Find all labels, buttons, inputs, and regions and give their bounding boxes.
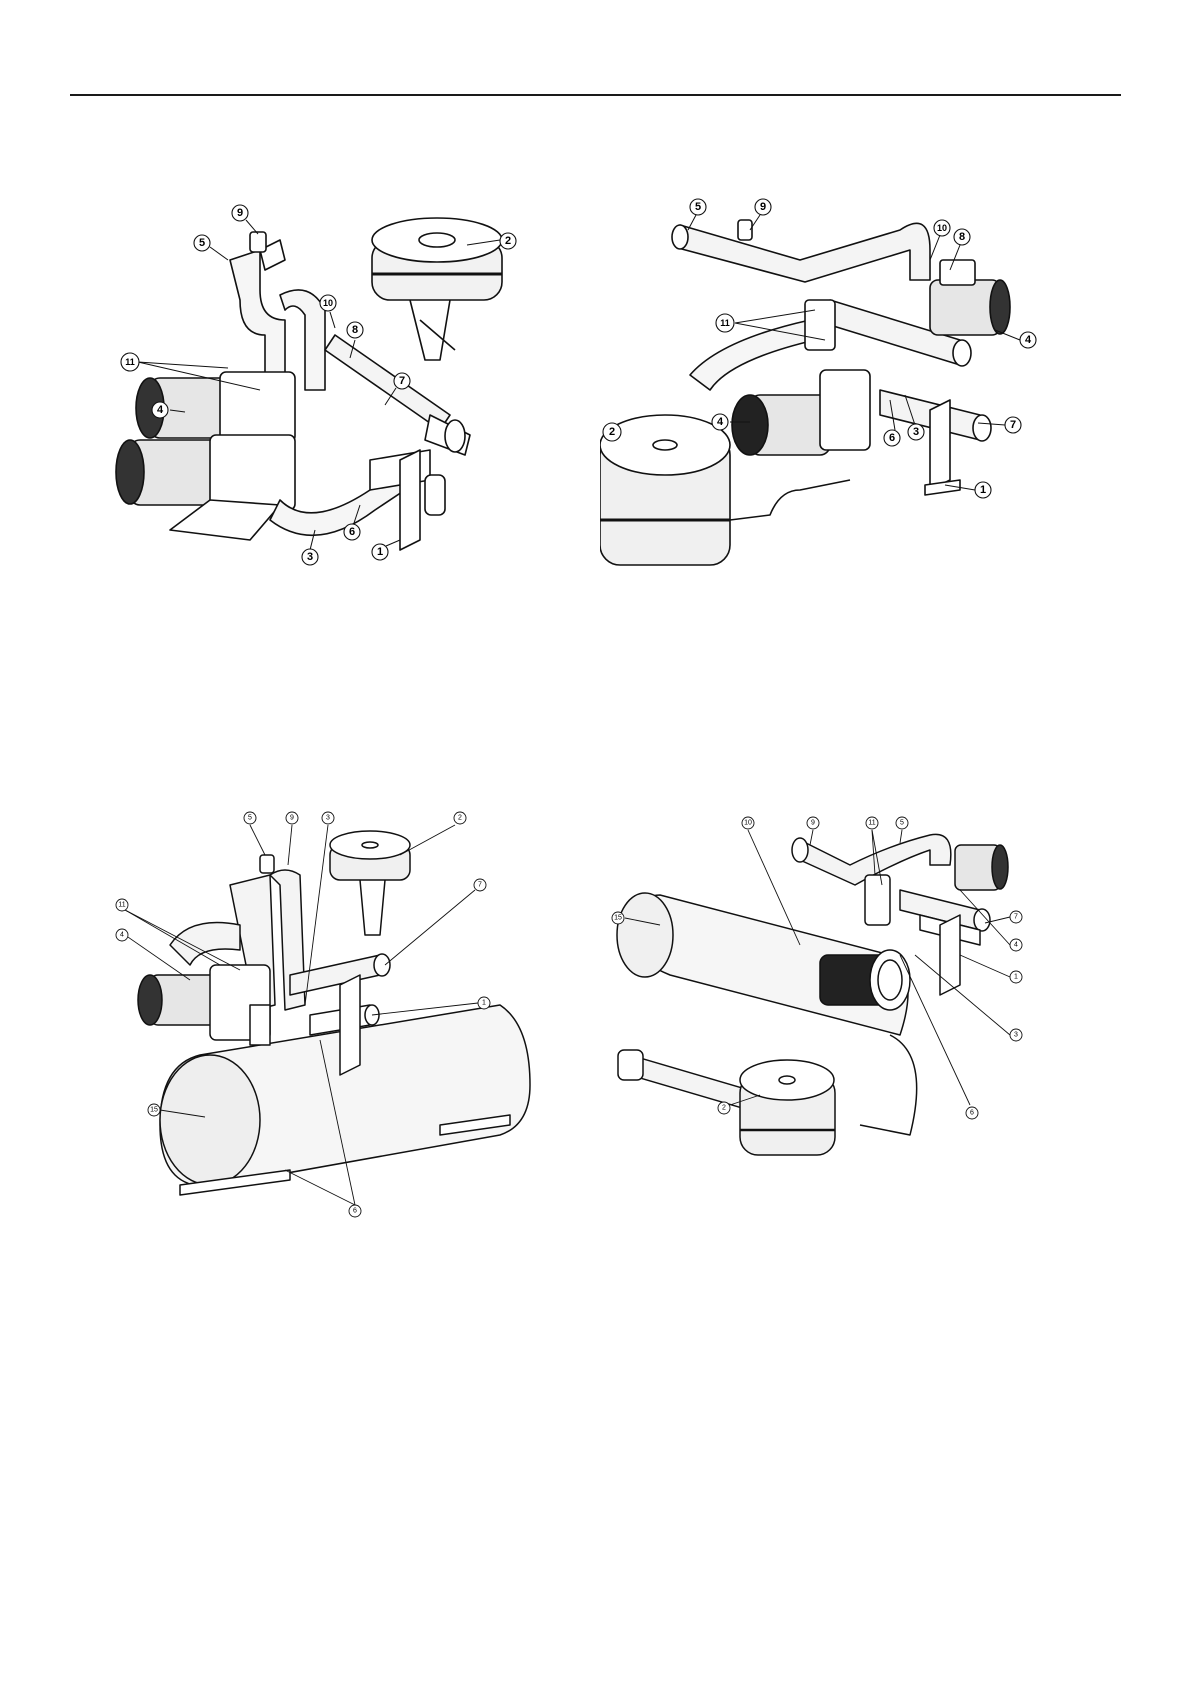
callout-11: 11 [118, 902, 125, 909]
callout-4: 4 [120, 932, 124, 939]
callout-4: 4 [157, 404, 164, 416]
callout-15: 15 [150, 1107, 158, 1114]
callout-8: 8 [352, 324, 358, 336]
callout-5: 5 [695, 201, 701, 213]
pressure-vessel [372, 218, 502, 360]
callout-11: 11 [125, 357, 135, 367]
center-motor [820, 950, 910, 1010]
callout-1: 1 [980, 484, 986, 496]
right-motor [930, 260, 1010, 335]
top-manifold [672, 220, 930, 282]
discharge-manifold [325, 335, 470, 455]
callout-11: 11 [868, 820, 875, 827]
diagram-pump-unit-front-view: 9 5 2 10 8 7 11 4 3 6 1 [110, 200, 550, 600]
callout-2: 2 [505, 235, 511, 247]
callout-7: 7 [399, 375, 405, 387]
callout-2: 2 [458, 815, 462, 822]
mounting-bracket [340, 975, 360, 1075]
callout-7: 7 [1014, 914, 1018, 921]
callout-6: 6 [349, 526, 355, 538]
callout-6: 6 [970, 1110, 974, 1117]
callout-9: 9 [811, 820, 815, 827]
callout-8: 8 [959, 231, 965, 243]
callout-2: 2 [609, 426, 615, 438]
callout-7: 7 [1010, 419, 1016, 431]
header-rule [70, 94, 1121, 96]
callout-10: 10 [937, 223, 947, 233]
mounting-bracket [940, 915, 960, 995]
callout-9: 9 [290, 815, 294, 822]
callout-5: 5 [248, 815, 252, 822]
callout-1: 1 [1014, 974, 1018, 981]
diagram-pump-unit-rear-view: 5 9 10 8 4 11 4 2 6 3 7 1 [600, 190, 1120, 650]
callout-3: 3 [326, 815, 330, 822]
callout-1: 1 [482, 1000, 486, 1007]
callout-4-center: 4 [717, 416, 724, 428]
callout-6: 6 [889, 432, 895, 444]
callout-5: 5 [900, 820, 904, 827]
callout-6: 6 [353, 1208, 357, 1215]
callout-5: 5 [199, 237, 205, 249]
callout-4: 4 [1014, 942, 1018, 949]
right-motor [955, 845, 1008, 890]
callout-4-right: 4 [1025, 334, 1032, 346]
center-motor [732, 370, 870, 455]
callout-9: 9 [760, 201, 766, 213]
center-pipe [690, 300, 835, 390]
pressure-vessel [740, 1060, 835, 1155]
callout-1: 1 [377, 546, 383, 558]
pressure-vessel [330, 831, 410, 935]
callout-10: 10 [323, 298, 333, 308]
callout-9: 9 [237, 207, 243, 219]
callout-7: 7 [478, 882, 482, 889]
callout-3: 3 [1014, 1032, 1018, 1039]
callout-3: 3 [307, 551, 313, 563]
diagram-pump-unit-with-tank-front-view: 5 9 3 2 11 4 7 1 15 6 [110, 805, 550, 1275]
pump-motors [138, 965, 270, 1045]
callout-10: 10 [744, 820, 752, 827]
callout-15: 15 [614, 915, 622, 922]
diagram-pump-unit-with-tank-rear-view: 10 9 11 5 15 7 4 1 3 2 6 [600, 805, 1120, 1225]
callout-2: 2 [722, 1105, 726, 1112]
callout-3: 3 [913, 426, 919, 438]
pump-motors [116, 372, 295, 540]
callout-11: 11 [720, 318, 730, 328]
